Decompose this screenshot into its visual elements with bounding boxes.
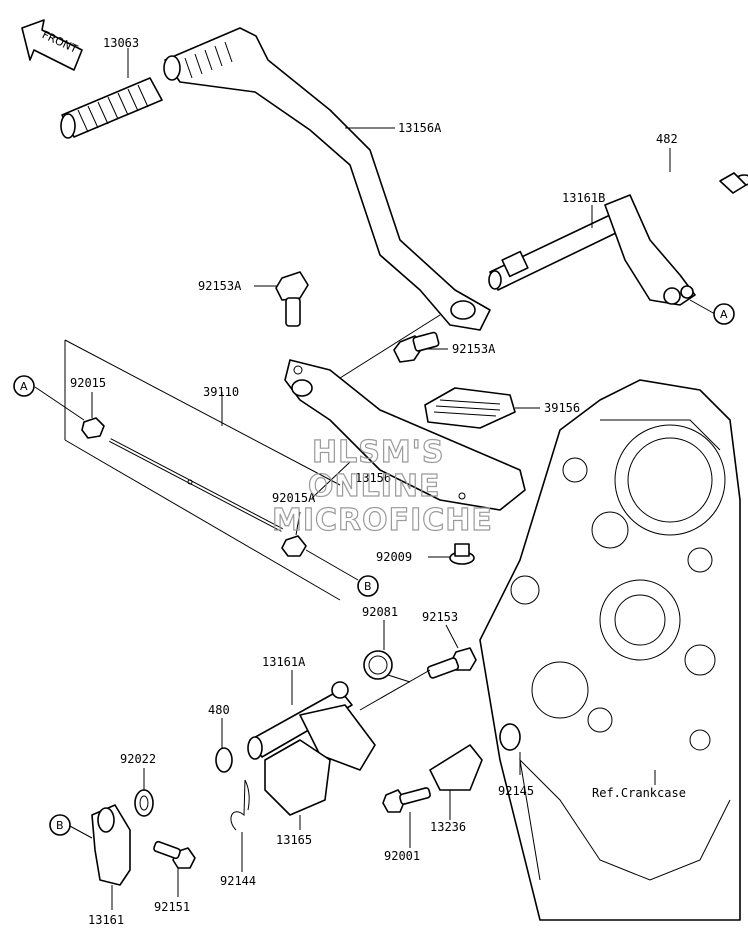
svg-text:A: A [720, 308, 728, 321]
label-92009: 92009 [376, 550, 412, 564]
marker-a-left: A [13, 375, 35, 397]
label-480: 480 [208, 703, 230, 717]
part-480-ring [215, 747, 233, 773]
part-92153A-bolt-lower [393, 331, 440, 363]
label-92144: 92144 [220, 874, 256, 888]
part-39110-rod [64, 339, 341, 601]
label-92153A-lower: 92153A [452, 342, 496, 356]
part-92153-bolt [426, 647, 477, 679]
label-92153: 92153 [422, 610, 458, 624]
label-92015: 92015 [70, 376, 106, 390]
label-13165: 13165 [276, 833, 312, 847]
part-13165-plate [264, 739, 331, 816]
label-39156: 39156 [544, 401, 580, 415]
label-92001: 92001 [384, 849, 420, 863]
watermark: HLSM'S ONLINE MICROFICHE [271, 434, 493, 538]
label-13063: 13063 [103, 36, 139, 50]
label-92081: 92081 [362, 605, 398, 619]
part-92151-bolt [153, 840, 196, 869]
part-13236-lever [429, 744, 483, 791]
part-13161A-shaft [247, 681, 376, 771]
label-13161: 13161 [88, 913, 124, 927]
label-482: 482 [656, 132, 678, 146]
watermark-line-1: HLSM'S [312, 435, 444, 470]
part-92081-spring [363, 650, 411, 683]
marker-b-left: B [49, 814, 71, 836]
svg-text:B: B [56, 819, 64, 832]
part-13161-arm [91, 804, 131, 886]
label-13161B: 13161B [562, 191, 605, 205]
watermark-line-2: ONLINE [308, 469, 441, 504]
label-92151: 92151 [154, 900, 190, 914]
part-13156A-pedal [163, 27, 491, 331]
part-92145-spring [499, 723, 521, 751]
label-92153A-upper: 92153A [198, 279, 242, 293]
label-39110: 39110 [203, 385, 239, 399]
part-39156-pad [424, 387, 516, 429]
marker-b-mid: B [357, 575, 379, 597]
ref-crankcase-label: Ref.Crankcase [592, 786, 686, 800]
front-arrow: FRONT [21, 19, 83, 71]
leader-lines [34, 48, 716, 910]
part-92015A-nut [281, 535, 307, 557]
svg-text:B: B [364, 580, 372, 593]
label-92145: 92145 [498, 784, 534, 798]
part-92022-washer [134, 789, 154, 817]
marker-a-right: A [713, 303, 735, 325]
part-92001-bolt [382, 787, 431, 813]
label-92022: 92022 [120, 752, 156, 766]
label-13156A: 13156A [398, 121, 442, 135]
label-92015A: 92015A [272, 491, 316, 505]
svg-text:A: A [20, 380, 28, 393]
label-13161A: 13161A [262, 655, 306, 669]
part-92153A-bolt-upper [275, 271, 309, 327]
crankcase [479, 379, 741, 921]
part-13161B-shaft [488, 172, 748, 306]
part-92144-spring [230, 779, 250, 831]
part-labels: 13063 13156A 482 13161B 92153A 92153A 39… [70, 36, 686, 927]
part-92009-bolt [449, 543, 475, 565]
part-92015-nut [81, 417, 105, 439]
part-13063-grip [60, 77, 163, 139]
label-13156: 13156 [355, 471, 391, 485]
part-13156-pedal [284, 359, 526, 511]
label-13236: 13236 [430, 820, 466, 834]
watermark-line-3: MICROFICHE [272, 503, 493, 538]
